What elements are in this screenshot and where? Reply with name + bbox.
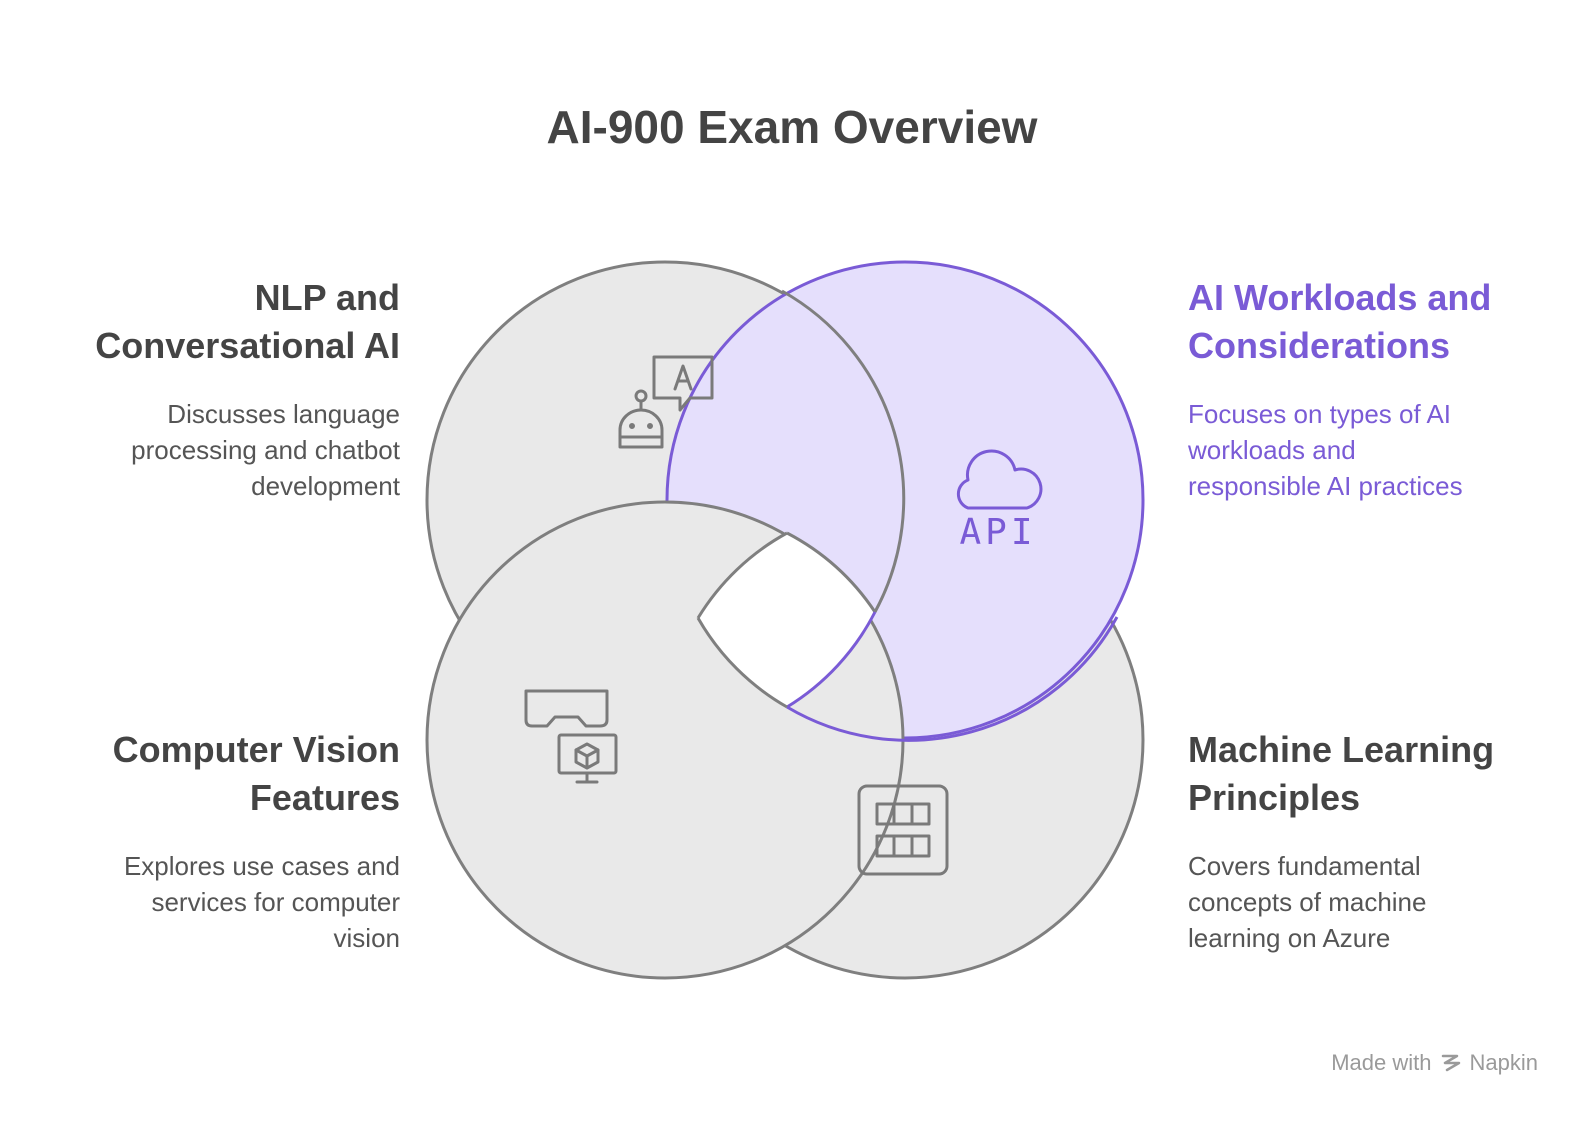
nlp-desc-line-2: processing and chatbot [131,435,400,465]
nlp-heading: NLP and Conversational AI [70,274,400,370]
center-gap-edge-3 [696,617,788,709]
workloads-heading-line-1: AI Workloads and [1188,277,1492,318]
ml-description: Covers fundamental concepts of machine l… [1188,848,1548,956]
vision-desc-line-2: services for computer [151,887,400,917]
chatbot-icon [618,355,714,449]
vision-block: Computer Vision Features Explores use ca… [70,726,400,956]
center-gap [698,533,875,707]
made-with-napkin-credit[interactable]: Made with Napkin [1331,1050,1538,1076]
ml-desc-line-1: Covers fundamental [1188,851,1421,881]
nlp-heading-line-2: Conversational AI [95,325,400,366]
center-gap-edge-4 [696,531,788,619]
vr-headset-icon [524,689,618,784]
workloads-heading-line-2: Considerations [1188,325,1451,366]
ml-desc-line-3: learning on Azure [1188,923,1391,953]
nlp-desc-line-1: Discusses language [167,399,400,429]
workloads-desc-line-1: Focuses on types of AI [1188,399,1452,429]
nlp-desc-line-3: development [251,471,400,501]
vision-heading: Computer Vision Features [70,726,400,822]
made-with-label: Made with [1331,1050,1432,1075]
ml-desc-line-2: concepts of machine [1188,887,1427,917]
nlp-heading-line-1: NLP and [254,277,400,318]
ml-heading: Machine Learning Principles [1188,726,1548,822]
grid-icon [857,784,949,876]
workloads-desc-line-3: responsible AI practices [1188,471,1463,501]
center-gap-edge-2 [786,611,877,709]
napkin-brand-label: Napkin [1469,1050,1538,1075]
napkin-logo-icon [1441,1054,1460,1072]
ml-block: Machine Learning Principles Covers funda… [1188,726,1548,956]
workloads-description: Focuses on types of AI workloads and res… [1188,396,1548,504]
workloads-block: AI Workloads and Considerations Focuses … [1188,274,1548,504]
cloud-api-icon [956,449,1043,510]
api-label: API [959,512,1036,553]
vision-desc-line-3: vision [333,923,400,953]
workloads-desc-line-2: workloads and [1188,435,1356,465]
ml-heading-line-1: Machine Learning [1188,729,1495,770]
vision-heading-line-2: Features [249,777,400,818]
center-gap-edge-1 [786,531,877,613]
nlp-block: NLP and Conversational AI Discusses lang… [70,274,400,504]
arc-workloads-over-ml [786,616,1119,742]
nlp-description: Discusses language processing and chatbo… [70,396,400,504]
vision-description: Explores use cases and services for comp… [70,848,400,956]
vision-desc-line-1: Explores use cases and [123,851,400,881]
workloads-heading: AI Workloads and Considerations [1188,274,1548,370]
page-title: AI-900 Exam Overview [546,101,1038,153]
arc-nlp-over-workloads [781,289,906,613]
ml-heading-line-2: Principles [1188,777,1361,818]
vision-heading-line-1: Computer Vision [112,729,400,770]
